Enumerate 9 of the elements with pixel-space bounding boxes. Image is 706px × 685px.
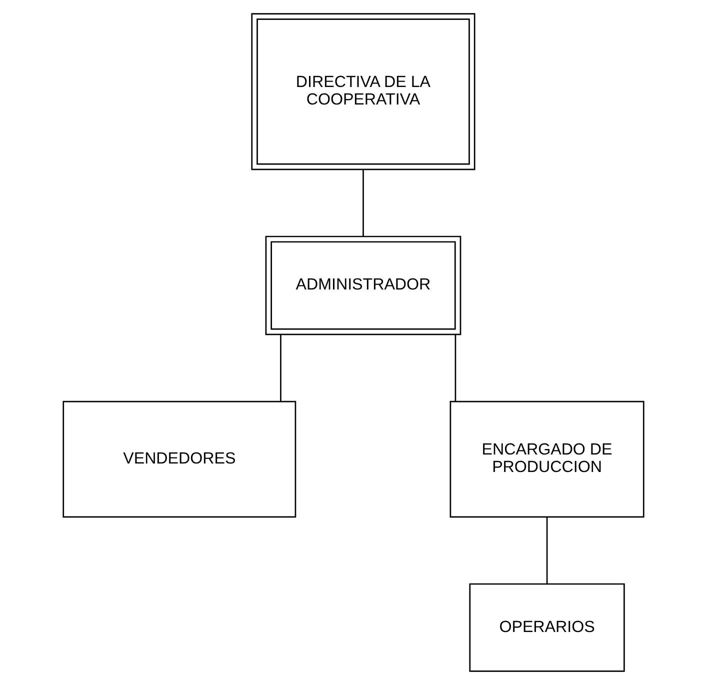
node-box: ENCARGADO DE PRODUCCION (449, 400, 644, 518)
connector (280, 334, 281, 402)
node-box: ADMINISTRADOR (264, 236, 461, 336)
node-box: VENDEDORES (62, 400, 296, 518)
connector (546, 517, 548, 584)
connector (454, 334, 456, 402)
connector (362, 170, 364, 236)
node-box: OPERARIOS (468, 583, 624, 672)
node-box: DIRECTIVA DE LA COOPERATIVA (250, 13, 475, 170)
